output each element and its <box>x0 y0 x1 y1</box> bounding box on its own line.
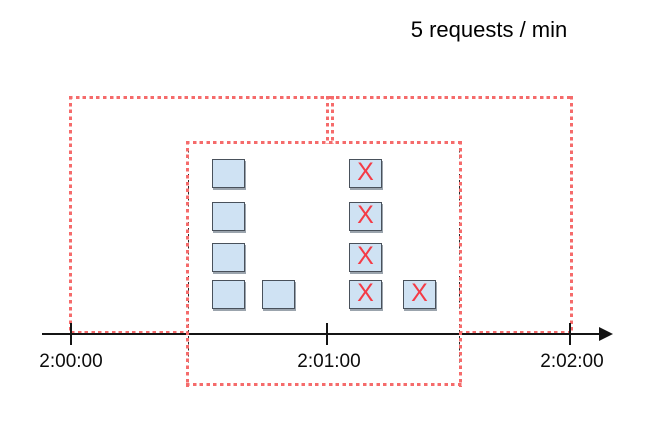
request-square-allowed <box>212 243 245 272</box>
sliding-window-top-edge <box>186 141 462 144</box>
reject-x-mark: X <box>357 201 374 229</box>
request-square-allowed <box>212 280 245 309</box>
tick-label-2-02-00: 2:02:00 <box>540 351 604 372</box>
request-square-rejected: X <box>349 202 382 231</box>
page-title: 5 requests / min <box>410 17 568 42</box>
window-2-left-edge <box>331 96 334 145</box>
window-1-top-edge <box>69 96 330 99</box>
window-1-bottom-edge <box>71 331 188 334</box>
window-2-top-edge <box>329 96 572 99</box>
window-2-bottom-edge <box>459 331 571 334</box>
request-square-rejected: X <box>349 159 382 188</box>
request-square-allowed <box>262 280 295 309</box>
tick-label-2-01-00: 2:01:00 <box>297 351 361 372</box>
tick-mark-3 <box>569 323 571 345</box>
timeline-axis <box>42 333 601 335</box>
window-2-right-edge <box>570 96 573 335</box>
axis-arrow-icon <box>599 327 613 341</box>
sliding-window-bottom-edge <box>186 383 462 386</box>
request-square-rejected: X <box>349 243 382 272</box>
reject-x-mark: X <box>411 279 428 307</box>
reject-x-mark: X <box>357 279 374 307</box>
window-1-left-edge <box>69 96 72 335</box>
request-square-allowed <box>212 202 245 231</box>
window-1-right-edge <box>326 96 329 145</box>
sliding-window-right-edge <box>459 141 462 387</box>
reject-x-mark: X <box>357 242 374 270</box>
request-square-allowed <box>212 159 245 188</box>
tick-mark-2 <box>326 323 328 345</box>
sliding-window-left-edge <box>186 141 189 387</box>
request-square-rejected: X <box>403 280 436 309</box>
reject-x-mark: X <box>357 158 374 186</box>
tick-label-2-00-00: 2:00:00 <box>39 351 103 372</box>
tick-mark-1 <box>70 323 72 345</box>
request-square-rejected: X <box>349 280 382 309</box>
